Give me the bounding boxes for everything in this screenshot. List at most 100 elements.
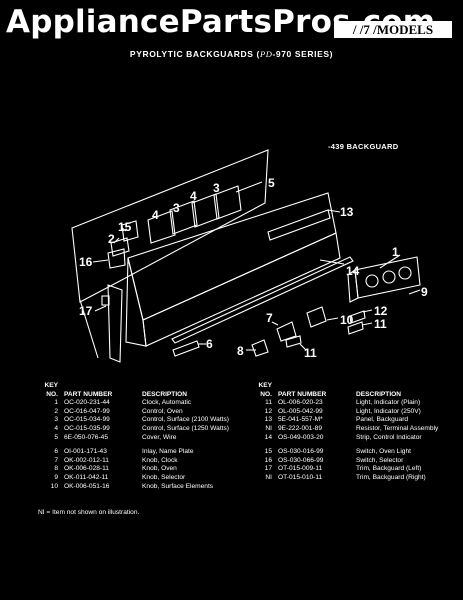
- backguard-panel: [127, 192, 337, 321]
- part-no: 6: [54, 448, 58, 456]
- part-no: 1: [54, 399, 58, 407]
- callout-13: 13: [340, 205, 354, 219]
- switch-selector: [107, 248, 126, 269]
- part-number: OC-016-047-99: [64, 407, 110, 415]
- indicator-light-250v: [349, 310, 366, 324]
- part-description: Trim, Backguard (Right): [356, 473, 426, 481]
- indicator-light-plain: [347, 321, 364, 335]
- part-number: OS-030-016-99: [278, 448, 324, 456]
- part-description: Clock, Automatic: [142, 399, 192, 407]
- title-prefix: PYROLYTIC BACKGUARDS (: [129, 49, 260, 59]
- callout-4a: 4: [190, 189, 197, 203]
- part-no: 9: [54, 473, 58, 481]
- callout-15: 15: [118, 220, 132, 234]
- part-number: OS-049-003-20: [278, 433, 324, 441]
- models-tag: / /7 /MODELS: [334, 21, 452, 38]
- leader-5: [235, 181, 263, 193]
- leader-16: [92, 259, 109, 263]
- part-description: Light, Indicator (250V): [356, 407, 421, 415]
- part-number: OL-006-020-23: [278, 399, 323, 407]
- table-row: 1 OC-020-231-44 Clock, Automatic: [32, 399, 229, 408]
- diagram-title: PYROLYTIC BACKGUARDS (PD-970 SERIES): [0, 49, 463, 59]
- part-no: 4: [54, 424, 58, 432]
- no-header: NO.: [260, 390, 272, 398]
- no-header: NO.: [46, 390, 58, 398]
- clock-side: [347, 269, 359, 303]
- part-description: Knob, Surface Elements: [142, 482, 214, 490]
- part-number: OC-020-231-44: [64, 399, 110, 407]
- part-no: 11: [265, 399, 272, 407]
- left-trim: [107, 284, 123, 363]
- part-no: NI: [265, 473, 272, 481]
- part-description: Control, Oven: [142, 407, 183, 415]
- oven-knob: [276, 321, 297, 342]
- control-surface-b: [169, 200, 198, 235]
- part-number: OK-006-051-16: [64, 482, 110, 490]
- leader-11: [361, 322, 373, 326]
- part-no: 13: [264, 416, 272, 424]
- part-no: 10: [50, 482, 58, 490]
- backguard-subtitle: -439 BACKGUARD: [328, 142, 399, 151]
- callout-8: 7: [266, 311, 273, 325]
- not-shown-note: NI = Item not shown on illustration.: [38, 509, 140, 516]
- part-description: Trim, Backguard (Left): [356, 465, 422, 473]
- part-number: OC-015-034-99: [64, 416, 110, 424]
- leader-1: [379, 254, 401, 269]
- part-number: 5E-041-557-M*: [278, 416, 323, 424]
- table-row: 2 OC-016-047-99 Control, Oven: [32, 408, 229, 417]
- callout-3a: 3: [213, 181, 220, 195]
- callout-4b: 4: [152, 208, 159, 222]
- part-description: Light, Indicator (Plain): [356, 399, 421, 407]
- selector-knob: [251, 339, 269, 357]
- description-header: DESCRIPTION: [356, 390, 402, 398]
- part-number: OT-015-010-11: [278, 473, 323, 481]
- surface-knob: [306, 306, 327, 328]
- leader-15: [120, 226, 127, 232]
- part-number: OC-015-035-99: [64, 424, 110, 432]
- leader-8: [271, 321, 279, 326]
- callout-11b: 11: [304, 346, 317, 360]
- part-number: OL-005-042-99: [278, 407, 323, 415]
- name-plate: [172, 340, 200, 357]
- part-number-header: PART NUMBER: [278, 390, 327, 398]
- part-number: OS-030-066-99: [278, 456, 324, 464]
- control-surface-d: [213, 185, 242, 220]
- oven-light-switch: [121, 220, 139, 242]
- leader-14: [319, 259, 345, 265]
- part-description: Control, Surface (2100 Watts): [142, 416, 229, 424]
- callout-3b: 3: [173, 201, 180, 215]
- callout-5: 5: [268, 176, 275, 190]
- leader-13: [327, 209, 341, 213]
- title-series: -970 SERIES): [272, 49, 334, 59]
- wire-cover-edge: [79, 299, 99, 359]
- part-no: 12: [264, 407, 272, 415]
- table-row: 10 OK-006-051-16 Knob, Surface Elements: [32, 483, 229, 492]
- part-description: Knob, Clock: [142, 456, 178, 464]
- title-series-script: PD: [259, 49, 273, 59]
- callout-16: 16: [79, 255, 93, 269]
- part-no: 15: [264, 448, 272, 456]
- part-no: 8: [54, 465, 58, 473]
- part-no: NI: [265, 424, 272, 432]
- control-surface-a: [147, 210, 176, 244]
- backguard-panel-bottom: [142, 232, 341, 347]
- part-no: 7: [54, 456, 58, 464]
- key-label: KEY: [44, 382, 58, 389]
- callout-14: 14: [346, 264, 360, 278]
- part-no: 2: [54, 407, 58, 415]
- callout-11a: 11: [374, 317, 387, 331]
- clock-dial-1: [365, 274, 379, 288]
- table-row: 11 OL-006-020-23 Light, Indicator (Plain): [246, 399, 438, 408]
